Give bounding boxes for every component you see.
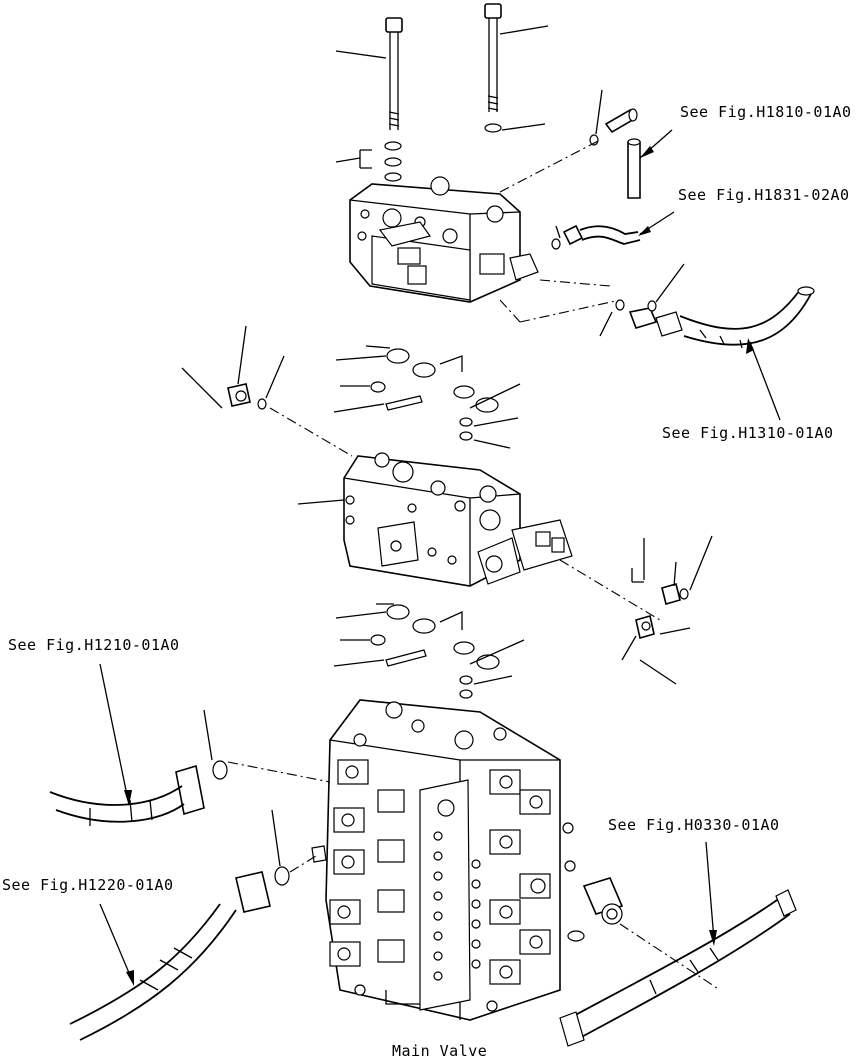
- fitting-elbow-top: [604, 108, 638, 134]
- leader-oring-top: [595, 89, 603, 135]
- fitting-right-mid: [635, 583, 689, 640]
- ref-label-h1310: See Fig.H1310-01A0: [662, 424, 834, 442]
- mid-upper-gaskets: [370, 348, 499, 441]
- top-valve-block: [349, 176, 621, 323]
- leader-washer-right: [501, 123, 546, 131]
- centerline-left-upper: [227, 761, 331, 783]
- leader-ref-h1220: [99, 903, 133, 981]
- leaders-fitting-left: [181, 325, 285, 409]
- leader-mid-block: [297, 499, 345, 505]
- leader-oring-left-lower: [271, 809, 281, 867]
- main-valve-body: [325, 699, 576, 1021]
- fitting-left-mid: [227, 383, 267, 410]
- arrow-ref-h1831: [638, 226, 651, 236]
- hose-right-h0330: [559, 889, 797, 1047]
- leader-bolt-left: [335, 50, 387, 59]
- ref-label-h1220: See Fig.H1220-01A0: [2, 876, 174, 894]
- ref-label-h1210: See Fig.H1210-01A0: [8, 636, 180, 654]
- leader-washers: [335, 149, 372, 169]
- main-valve-left-flange-upper: [175, 760, 228, 816]
- centerline-left-lower: [289, 855, 317, 873]
- hose-left-h1220: [69, 903, 237, 1041]
- leaders-mid-upper: [333, 345, 521, 449]
- leader-ref-h1310: [749, 341, 781, 421]
- pipe-vertical-top: [627, 138, 641, 199]
- leader-bolt-long: [499, 25, 549, 35]
- washer-right: [484, 123, 502, 133]
- leader-oring-mid: [599, 311, 613, 337]
- main-valve-right-fitting: [567, 877, 624, 942]
- leader-ref-h0330: [705, 841, 715, 941]
- leader-oring-left-upper: [203, 709, 213, 761]
- washer-stack-left: [384, 141, 402, 182]
- ref-label-h0330: See Fig.H0330-01A0: [608, 816, 780, 834]
- centerline-left-mid: [269, 407, 353, 457]
- arrow-ref-h1210: [124, 790, 132, 806]
- leaders-mid-lower: [333, 603, 525, 685]
- hose-fitting-top-right: [551, 224, 641, 250]
- middle-valve-block: [343, 452, 573, 587]
- leader-ref-h1210: [99, 663, 129, 801]
- ref-label-h1810: See Fig.H1810-01A0: [680, 103, 852, 121]
- hose-left-h1210: [49, 785, 185, 826]
- main-valve-caption: Main Valve: [392, 1042, 487, 1060]
- mid-lower-gaskets: [370, 604, 500, 699]
- centerline-mid-right: [559, 559, 661, 621]
- arrow-ref-h1310: [746, 338, 754, 354]
- centerline-top: [499, 139, 601, 193]
- leader-fitting-mid: [655, 263, 685, 303]
- top-bolt-long: [484, 3, 502, 112]
- arrow-ref-h0330: [709, 930, 717, 946]
- main-valve-left-flange-lower: [235, 845, 327, 913]
- arrow-ref-h1220: [126, 970, 134, 986]
- leaders-fitting-right-mid: [621, 535, 713, 685]
- centerline-main-right: [619, 923, 721, 991]
- arrow-ref-h1810: [640, 146, 654, 158]
- hose-right-h1310: [615, 286, 815, 349]
- ref-label-h1831: See Fig.H1831-02A0: [678, 186, 850, 204]
- top-bolt-left: [385, 17, 403, 130]
